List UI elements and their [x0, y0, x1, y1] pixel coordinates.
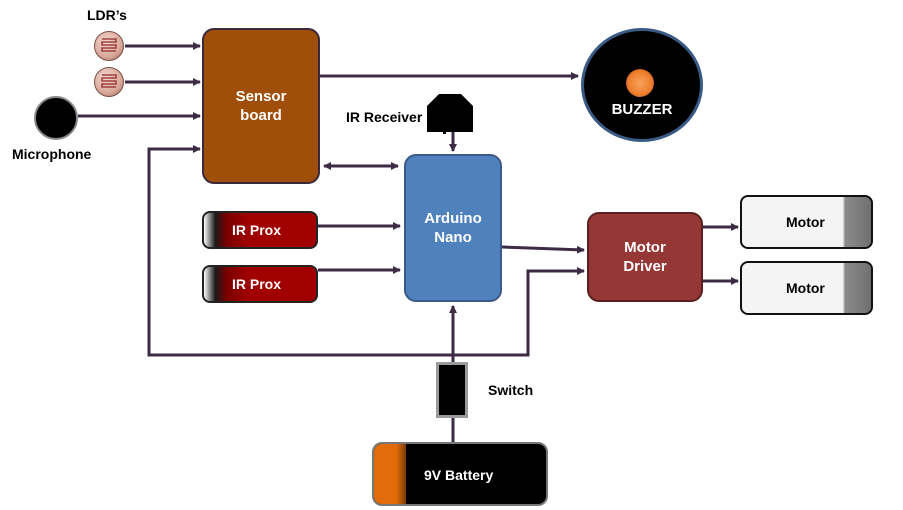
- motor-driver-label: Driver: [623, 258, 667, 275]
- battery-terminal-icon: [374, 444, 406, 504]
- switch-icon: [436, 362, 468, 418]
- motor-driver: Motor Driver: [587, 212, 703, 302]
- ir-prox-sensor: IR Prox: [202, 211, 318, 249]
- motor: Motor: [740, 261, 873, 315]
- ir-receiver-icon: [427, 94, 473, 134]
- ir-prox-label: IR Prox: [232, 222, 282, 238]
- ldr-icon: [94, 67, 124, 97]
- ir-prox-sensor: IR Prox: [202, 265, 318, 303]
- motor-label: Motor: [786, 280, 825, 296]
- motor-driver-label: Motor: [624, 239, 666, 256]
- arduino-label: Nano: [434, 229, 472, 246]
- switch-label: Switch: [488, 382, 534, 398]
- wire-arduino-driver: [501, 245, 585, 254]
- battery: 9V Battery: [372, 442, 548, 506]
- motor: Motor: [740, 195, 873, 249]
- arduino-label: Arduino: [424, 210, 482, 227]
- microphone-label: Microphone: [12, 146, 92, 162]
- sensor-board: Sensor board: [202, 28, 320, 184]
- ir-prox-label: IR Prox: [232, 276, 282, 292]
- motor-label: Motor: [786, 214, 825, 230]
- ir-receiver-label: IR Receiver: [346, 109, 423, 125]
- battery-label: 9V Battery: [424, 467, 494, 483]
- wire-power-driver: [453, 267, 585, 357]
- buzzer-led-icon: [626, 69, 654, 97]
- wire-power-bus: [147, 145, 453, 357]
- sensor-board-label: board: [240, 107, 282, 124]
- buzzer-label: BUZZER: [611, 101, 673, 118]
- microphone-icon: [34, 96, 78, 140]
- sensor-board-label: Sensor: [235, 88, 287, 105]
- arduino-nano: Arduino Nano: [404, 154, 502, 302]
- ldr-icon: [94, 31, 124, 61]
- buzzer: BUZZER: [581, 28, 703, 142]
- ldrs-label: LDR’s: [87, 7, 127, 23]
